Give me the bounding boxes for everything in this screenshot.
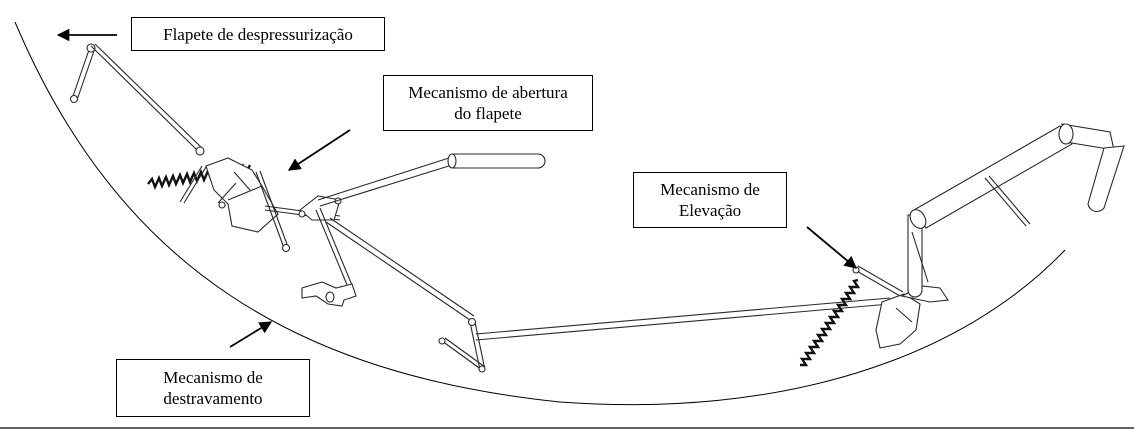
unlocking-arrow <box>229 321 273 348</box>
depressurization-flap <box>69 43 205 156</box>
fuselage-curve <box>14 21 1066 406</box>
flap-label: Flapete de despressurização <box>131 17 385 51</box>
flap-label-text: Flapete de despressurização <box>163 24 353 44</box>
opening-mechanism <box>179 153 546 253</box>
lifting-label-line-2: Elevação <box>678 201 742 220</box>
lifting-spring <box>799 278 861 367</box>
lifting-arrow <box>806 226 857 269</box>
opening-label-line-1: Mecanismo de abertura <box>408 83 568 102</box>
unlocking-label-line-1: Mecanismo de <box>163 368 263 387</box>
unlocking-label-line-2: destravamento <box>163 389 263 408</box>
opening-mechanism-label: Mecanismo de abertura do flapete <box>383 75 593 131</box>
opening-arrow <box>287 129 351 171</box>
unlocking-mechanism-label: Mecanismo de destravamento <box>116 359 310 417</box>
unlocking-mechanism <box>301 207 891 373</box>
lifting-label-line-1: Mecanismo de <box>660 180 760 199</box>
lifting-mechanism <box>852 123 1125 349</box>
opening-label-line-2: do flapete <box>454 104 522 123</box>
lifting-mechanism-label: Mecanismo de Elevação <box>633 172 787 228</box>
